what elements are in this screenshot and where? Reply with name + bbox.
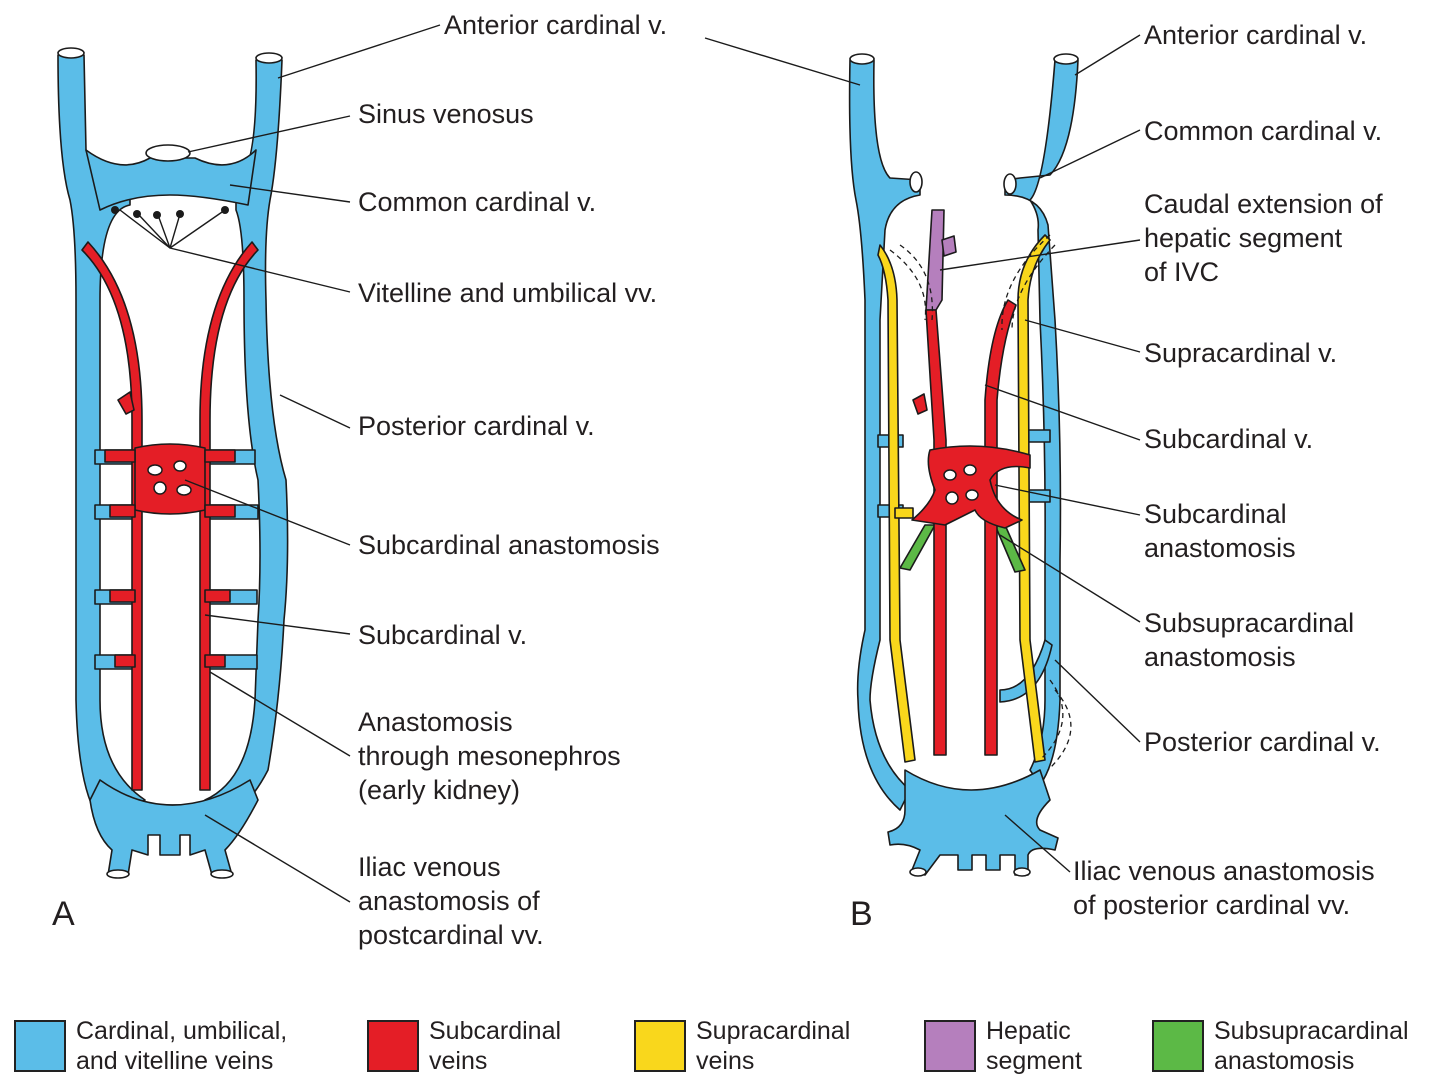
panel-b-yellow-cross-1 — [895, 508, 913, 518]
panel-a-red-cross-3 — [110, 590, 135, 602]
panel-a-sinus-opening — [146, 145, 190, 161]
panel-a-red-cross-6 — [205, 505, 235, 517]
label-b-posterior-cardinal: Posterior cardinal v. — [1144, 725, 1381, 759]
panel-a-red-cross-4 — [115, 655, 135, 667]
legend-item-subcardinal: Subcardinal veins — [367, 1018, 597, 1078]
panel-b-left-iliac-opening — [910, 868, 926, 876]
panel-b-subcardinal-anastomosis-shape — [912, 446, 1030, 528]
legend-label-supracardinal: Supracardinal veins — [696, 1016, 850, 1076]
panel-b-right-common-opening — [1004, 174, 1016, 194]
panel-a-drawing — [58, 48, 288, 878]
panel-b-right-iliac-opening — [1014, 868, 1030, 876]
legend-swatch-supracardinal — [634, 1020, 686, 1072]
legend-swatch-subsupracardinal — [1152, 1020, 1204, 1072]
panel-b-left-supracardinal — [878, 245, 915, 762]
panel-a-right-anterior-opening — [256, 53, 282, 63]
legend-swatch-cardinal — [14, 1020, 66, 1072]
label-b-iliac-anastomosis: Iliac venous anastomosis of posterior ca… — [1073, 854, 1375, 922]
legend-swatch-subcardinal — [367, 1020, 419, 1072]
panel-b-hepatic-vessel — [926, 210, 944, 310]
legend-item-supracardinal: Supracardinal veins — [634, 1018, 884, 1078]
label-b-subsupracardinal-anastomosis: Subsupracardinal anastomosis — [1144, 606, 1354, 674]
label-a-anterior-cardinal: Anterior cardinal v. — [444, 8, 667, 42]
panel-a-subcardinal-anastomosis — [135, 444, 205, 514]
label-a-sinus-venosus: Sinus venosus — [358, 97, 534, 131]
label-a-subcardinal: Subcardinal v. — [358, 618, 527, 652]
label-b-subcardinal: Subcardinal v. — [1144, 422, 1313, 456]
label-b-supracardinal: Supracardinal v. — [1144, 336, 1337, 370]
panel-b-left-common-opening — [910, 172, 922, 192]
legend-swatch-hepatic — [924, 1020, 976, 1072]
panel-b-left-green — [900, 525, 935, 570]
label-b-anterior-cardinal: Anterior cardinal v. — [1144, 18, 1367, 52]
panel-a-red-cross-7 — [205, 590, 230, 602]
legend-label-cardinal: Cardinal, umbilical, and vitelline veins — [76, 1016, 287, 1076]
label-b-subcardinal-anastomosis: Subcardinal anastomosis — [1144, 497, 1296, 565]
legend-item-hepatic: Hepatic segment — [924, 1018, 1124, 1078]
label-a-common-cardinal: Common cardinal v. — [358, 185, 596, 219]
panel-b-right-anterior-opening — [1054, 54, 1078, 64]
legend-item-subsupracardinal: Subsupracardinal anastomosis — [1152, 1018, 1432, 1078]
label-a-vitelline-umbilical: Vitelline and umbilical vv. — [358, 276, 657, 310]
panel-b-hepatic-branch — [942, 236, 956, 256]
panel-a-right-iliac-opening — [211, 870, 233, 878]
panel-b-iliac-arc — [888, 770, 1058, 875]
panel-a-iliac-arc — [90, 780, 258, 875]
panel-b-letter: B — [850, 895, 873, 934]
label-a-iliac-anastomosis: Iliac venous anastomosis of postcardinal… — [358, 850, 544, 952]
label-a-subcardinal-anastomosis: Subcardinal anastomosis — [358, 528, 660, 562]
legend-item-cardinal: Cardinal, umbilical, and vitelline veins — [14, 1018, 334, 1078]
label-a-mesonephros-anastomosis: Anastomosis through mesonephros (early k… — [358, 705, 621, 807]
panel-a-left-anterior-opening — [58, 48, 84, 58]
label-b-common-cardinal: Common cardinal v. — [1144, 114, 1382, 148]
panel-b-hepatic-segment — [926, 210, 956, 310]
panel-b-left-anterior-opening — [850, 54, 874, 64]
legend-label-subcardinal: Subcardinal veins — [429, 1016, 561, 1076]
panel-b-subsupracardinal-anastomosis — [900, 525, 1025, 572]
panel-a-red-cross-2 — [110, 505, 135, 517]
panel-a-red-cross-1 — [105, 450, 135, 462]
label-a-posterior-cardinal: Posterior cardinal v. — [358, 409, 595, 443]
panel-b-drawing — [850, 54, 1078, 876]
panel-a-left-iliac-opening — [107, 870, 129, 878]
legend-label-hepatic: Hepatic segment — [986, 1016, 1082, 1076]
panel-a-red-cross-8 — [205, 655, 225, 667]
panel-b-stub — [913, 394, 927, 414]
panel-a-red-cross-5 — [205, 450, 235, 462]
label-b-caudal-extension: Caudal extension of hepatic segment of I… — [1144, 187, 1383, 289]
panel-a-letter: A — [52, 895, 75, 934]
legend-label-subsupracardinal: Subsupracardinal anastomosis — [1214, 1016, 1409, 1076]
